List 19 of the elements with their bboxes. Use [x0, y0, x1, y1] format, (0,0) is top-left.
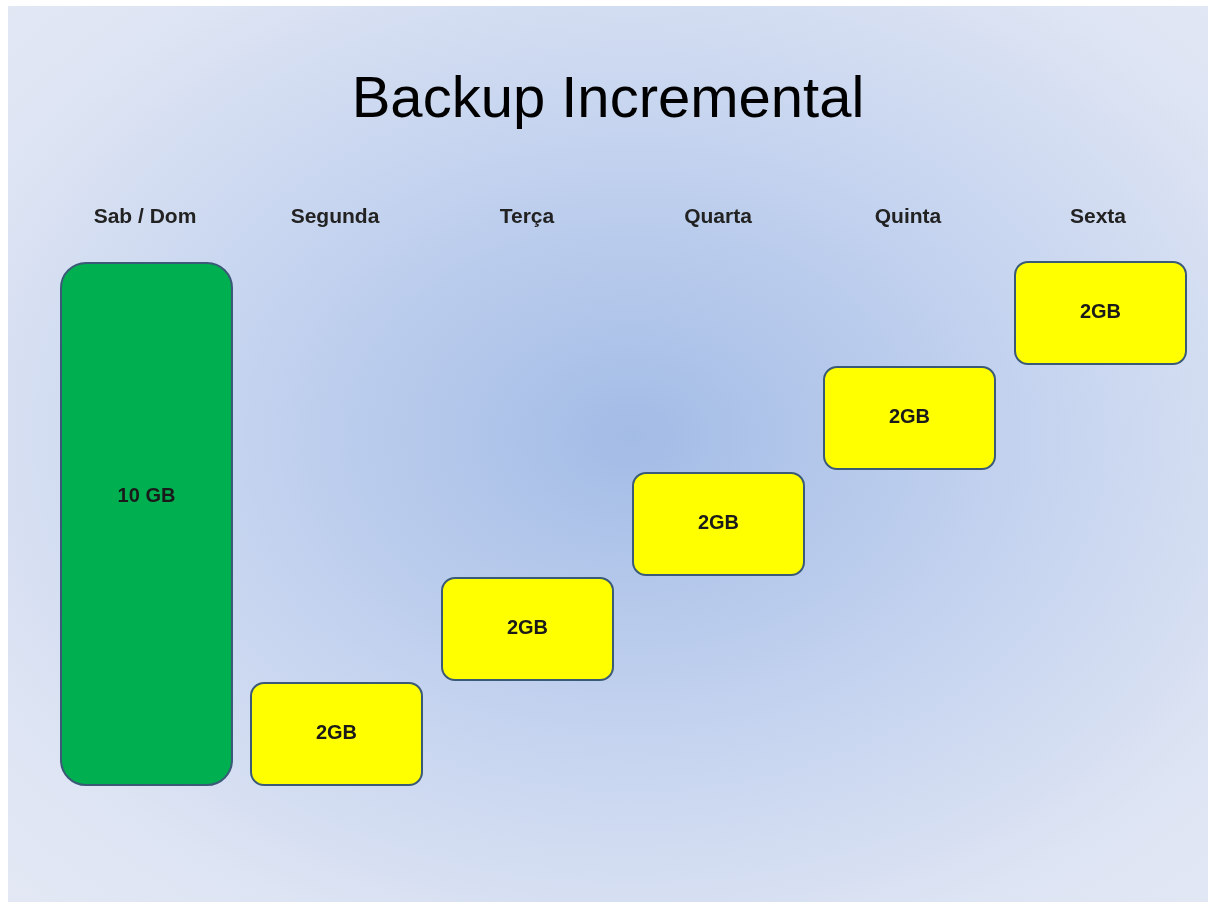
size-text: 10 GB [117, 483, 176, 508]
size-text: 2GB [1079, 299, 1122, 324]
day-label: Terça [498, 203, 556, 229]
backup-box [441, 577, 614, 681]
backup-box [250, 682, 423, 786]
size-text: 2GB [888, 404, 931, 429]
day-label: Quarta [683, 203, 753, 229]
slide-title: Backup Incremental [350, 63, 866, 131]
backup-box [1014, 261, 1187, 365]
size-text: 2GB [697, 510, 740, 535]
day-label: Quinta [873, 203, 943, 229]
size-text: 2GB [506, 615, 549, 640]
backup-box [60, 262, 233, 786]
size-text: 2GB [315, 720, 358, 745]
backup-box [823, 366, 996, 470]
day-label: Sexta [1068, 203, 1127, 229]
backup-box [632, 472, 805, 576]
day-label: Segunda [289, 203, 381, 229]
day-label: Sab / Dom [92, 203, 198, 229]
